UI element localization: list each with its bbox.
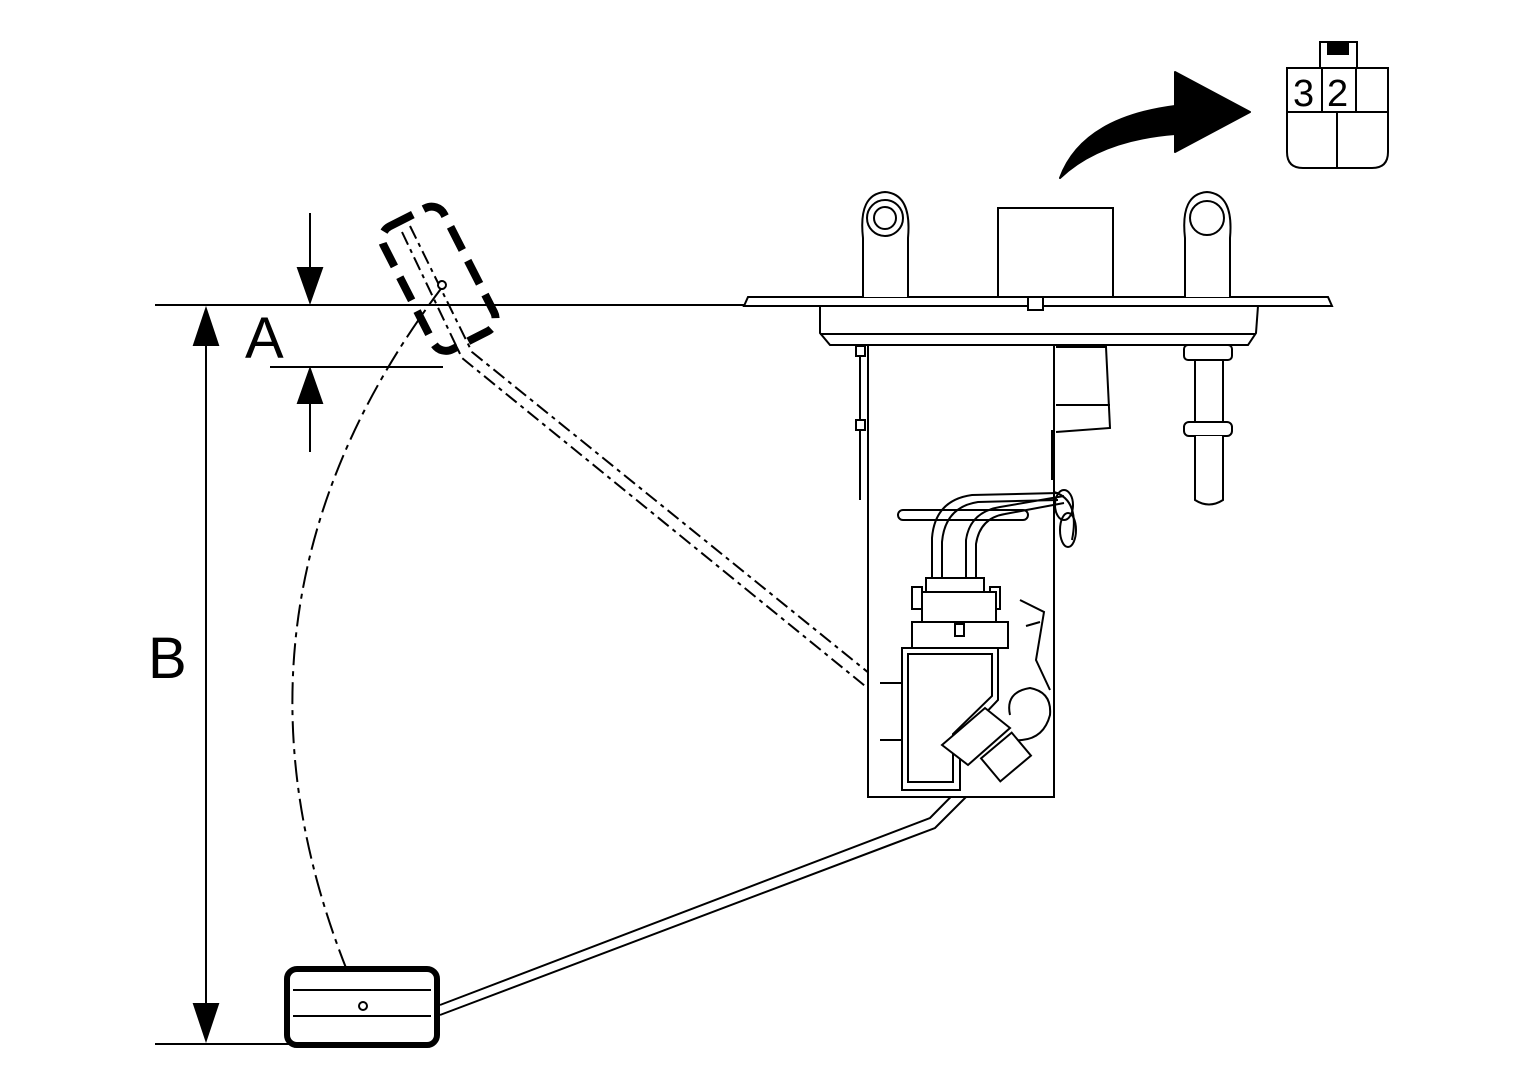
sender-unit <box>880 599 1052 791</box>
dimension-b <box>192 305 220 1044</box>
sender-connector <box>911 577 1009 649</box>
dimension-a <box>296 213 324 452</box>
connector-pin-3-label: 3 <box>1293 73 1314 115</box>
mounting-ear-left <box>861 190 910 297</box>
top-connector-housing <box>997 207 1114 298</box>
curved-arrow-icon <box>1059 71 1251 179</box>
connector-pin-2-label: 2 <box>1327 73 1348 115</box>
sender-wiring <box>931 489 1077 580</box>
float-lower-position <box>284 966 440 1048</box>
float-upper-position <box>378 202 500 355</box>
mounting-flange <box>742 286 1334 346</box>
reference-lines <box>155 304 752 1045</box>
dimension-b-label: B <box>148 626 187 691</box>
float-swing-arc <box>291 285 444 1007</box>
connector-face <box>1286 41 1389 169</box>
fuel-outlet-pipe <box>1183 344 1233 506</box>
mounting-ear-right <box>1183 190 1232 297</box>
dimension-a-label: A <box>245 306 284 371</box>
